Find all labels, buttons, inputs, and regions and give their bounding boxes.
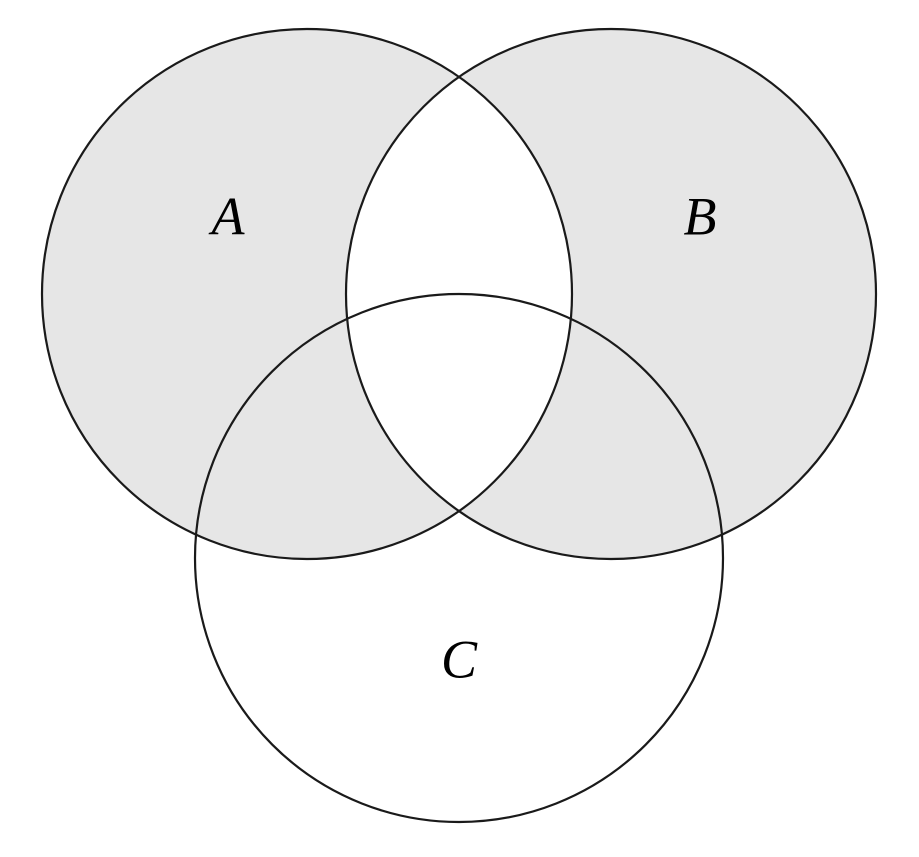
set-label-a: A — [209, 186, 246, 246]
set-label-c: C — [441, 629, 478, 689]
set-label-b: B — [684, 186, 717, 246]
set-circle-b[interactable] — [344, 27, 878, 561]
set-circle-c[interactable] — [193, 292, 725, 824]
set-circle-a[interactable] — [40, 27, 574, 561]
